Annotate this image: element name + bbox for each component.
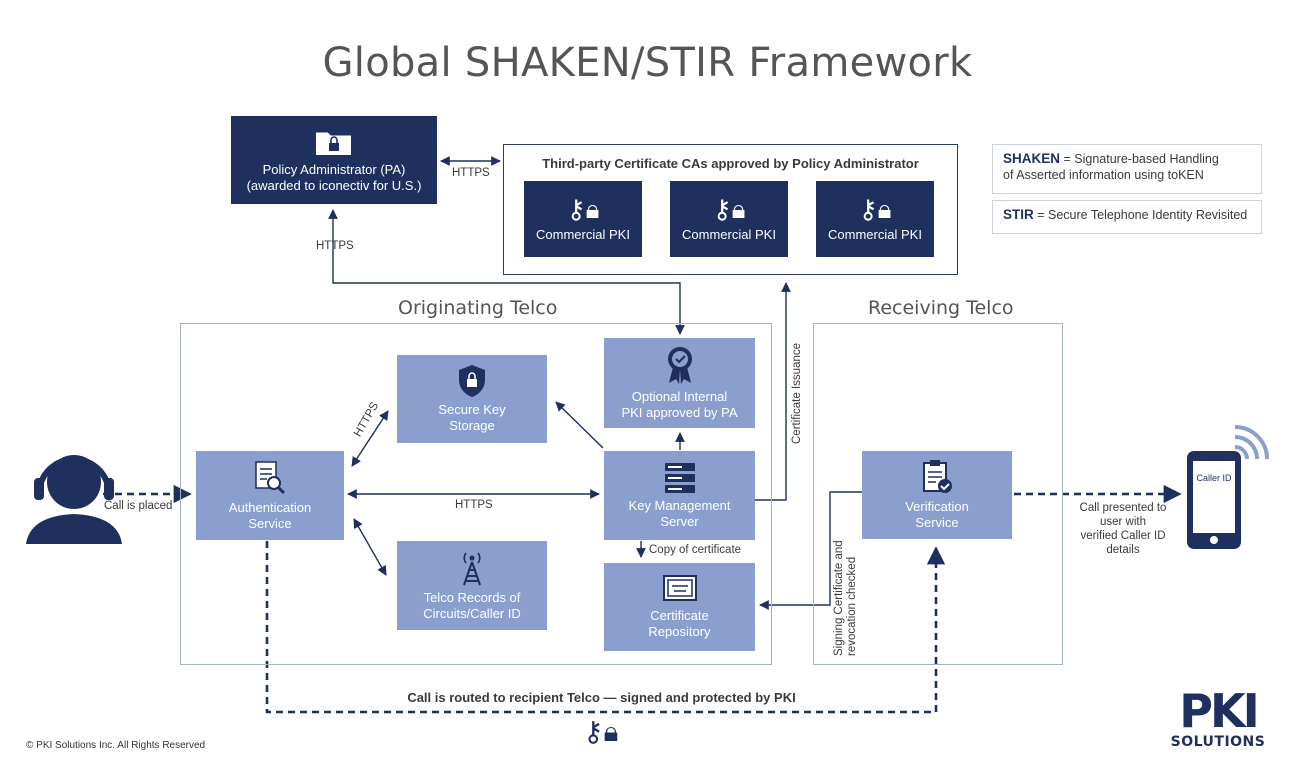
authentication-line1: Authentication [228,499,312,515]
phone-caller-id-label: Caller ID [1196,473,1232,483]
call-routed-arrow [265,541,946,714]
originating-telco-panel [180,323,772,665]
key-management-server-box: Key Management Server [604,451,755,540]
key-lock-icon: ⚷🔒︎ [566,194,600,224]
call-presented-line2: user with [1099,516,1147,528]
signing-cert-line1: Signing Certificate and [833,540,845,656]
secure-key-storage-line2: Storage [449,418,495,433]
signing-cert-arrow [759,491,862,610]
commercial-pki-box-1: ⚷🔒︎ Commercial PKI [524,181,642,257]
commercial-pki-box-3: ⚷🔒︎ Commercial PKI [816,181,934,257]
auth-records-arrow [353,518,387,576]
https-auth-kms-label: HTTPS [455,499,493,511]
clipboard-check-icon [923,460,952,493]
receiving-telco-panel [813,323,1063,665]
verification-line2: Service [915,515,959,530]
call-presented-line1: Call presented to [1079,502,1167,514]
document-search-icon [255,460,286,494]
pa-line2: (awarded to iconectiv for U.S.) [246,178,422,193]
signing-cert-line2: revocation checked [846,556,858,656]
telco-records-line2: Circuits/Caller ID [423,605,521,621]
certificate-issuance-label: Certificate Issuance [791,343,803,444]
originating-telco-label: Originating Telco [398,297,558,319]
cert-repo-line2: Repository [648,624,711,639]
optional-pki-line1: Optional Internal [631,389,728,404]
auth-storage-arrow [351,410,389,467]
optional-internal-pki-box: Optional Internal PKI approved by PA [604,338,755,428]
certificate-issuance-arrow [755,282,791,501]
pa-optional-pki-arrow [328,209,685,335]
copy-cert-label: Copy of certificate [649,544,742,556]
authentication-line2: Service [248,515,292,531]
kms-line2: Server [660,513,699,529]
verification-line1: Verification [905,499,969,514]
receiving-telco-label: Receiving Telco [868,297,1014,319]
cell-tower-icon [463,552,481,585]
shield-lock-icon [459,365,485,397]
commercial-pki-label-3: Commercial PKI [828,227,922,242]
phone-icon [1187,425,1269,549]
kms-line1: Key Management [628,497,731,513]
certificate-badge-icon [667,347,692,384]
optional-pki-line2: PKI approved by PA [621,405,738,420]
secure-key-storage-box: Secure Key Storage [397,355,547,443]
certificate-icon [662,575,697,601]
kms-storage-arrow [555,401,604,449]
secure-key-storage-line1: Secure Key [438,402,506,417]
server-icon [664,462,695,493]
shaken-legend: SHAKEN = Signature-based Handling of Ass… [992,144,1262,194]
https-pa-ca-label: HTTPS [452,167,490,179]
stir-term: STIR [1003,207,1034,222]
signing-cert-label: Signing Certificate and revocation check… [833,540,859,656]
cert-repo-line1: Certificate [650,608,709,623]
ca-panel-title: Third-party Certificate CAs approved by … [542,156,919,171]
third-party-ca-panel: Third-party Certificate CAs approved by … [503,144,958,275]
shaken-term: SHAKEN [1003,151,1061,166]
logo-pki-text: PKI [1179,684,1259,738]
shaken-def-line2: of Asserted information using toKEN [1003,168,1204,182]
telco-records-box: Telco Records of Circuits/Caller ID [397,541,547,630]
logo-solutions-text: SOLUTIONS [1170,734,1266,750]
copyright-text: © PKI Solutions Inc. All Rights Reserved [26,740,206,751]
folder-lock-icon [316,131,351,155]
call-placed-label: Call is placed [104,500,173,512]
stir-def: = Secure Telephone Identity Revisited [1037,208,1248,222]
call-presented-line4: details [1106,544,1140,556]
page-title: Global SHAKEN/STIR Framework [322,40,973,86]
caller-headset-icon [26,455,122,544]
key-lock-icon: ⚷🔒︎ [583,716,619,747]
call-routed-label: Call is routed to recipient Telco — sign… [407,690,796,705]
policy-administrator-box: Policy Administrator (PA) (awarded to ic… [231,116,437,204]
pki-solutions-logo: PKI SOLUTIONS [1168,688,1268,750]
certificate-repository-box: Certificate Repository [604,563,755,651]
https-pa-down-label: HTTPS [316,240,354,252]
shaken-def-line1: = Signature-based Handling [1063,152,1219,166]
key-lock-icon: ⚷🔒︎ [858,194,892,224]
telco-records-line1: Telco Records of [423,589,521,605]
pa-line1: Policy Administrator (PA) [262,162,406,177]
stir-legend: STIR = Secure Telephone Identity Revisit… [992,200,1262,234]
commercial-pki-label-2: Commercial PKI [682,227,776,242]
call-presented-label: Call presented to user with verified Cal… [1068,501,1178,557]
commercial-pki-box-2: ⚷🔒︎ Commercial PKI [670,181,788,257]
key-lock-icon: ⚷🔒︎ [712,194,746,224]
call-presented-line3: verified Caller ID [1080,530,1166,542]
verification-service-box: Verification Service [862,451,1012,539]
commercial-pki-label-1: Commercial PKI [536,227,630,242]
authentication-service-box: Authentication Service [196,451,344,540]
